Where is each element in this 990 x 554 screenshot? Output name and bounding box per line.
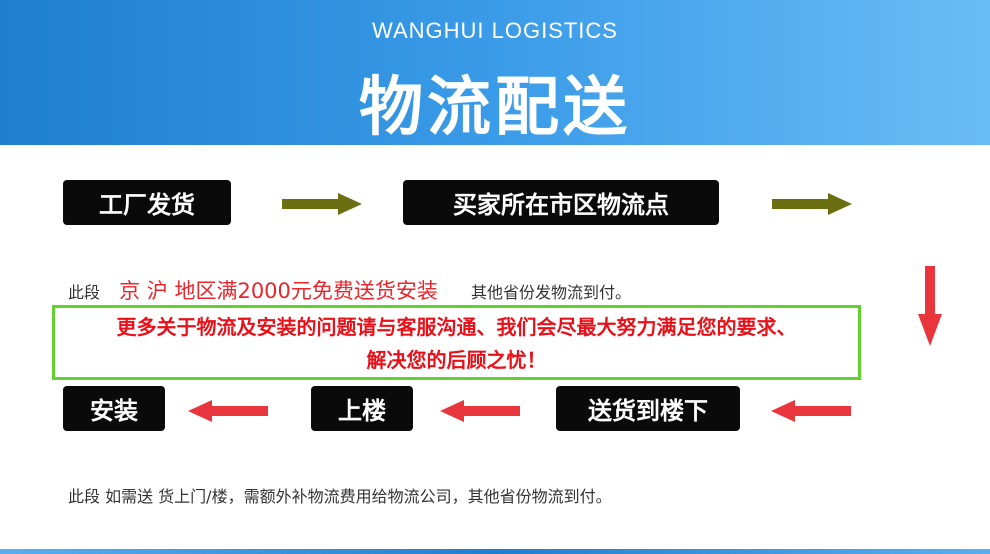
header-subtitle: WANGHUI LOGISTICS [372,18,618,43]
step-local-depot: 买家所在市区物流点 [403,180,719,225]
door-delivery-note: 此段 如需送 货上门/楼，需额外补物流费用给物流公司，其他省份物流到付。 [68,487,612,506]
bottom-divider [0,549,990,554]
step-installation: 安装 [63,386,165,431]
message-line-2: 解决您的后顾之忧！ [366,348,547,372]
step-deliver-downstairs: 送货到楼下 [556,386,740,431]
header-banner: WANGHUI LOGISTICS 物流配送 [0,0,990,145]
arrow-right-icon [772,193,852,215]
step-upstairs: 上楼 [311,386,413,431]
message-line-1: 更多关于物流及安装的问题请与客服沟通、我们会尽最大努力满足您的要求、 [116,315,797,339]
note-prefix: 此段 [68,283,101,302]
arrow-left-icon [188,400,268,422]
arrow-down-icon [918,266,942,346]
note-suffix: 其他省份发物流到付。 [471,283,632,302]
arrow-left-icon [771,400,851,422]
header-title: 物流配送 [359,71,631,145]
service-message-box: 更多关于物流及安装的问题请与客服沟通、我们会尽最大努力满足您的要求、 解决您的后… [52,305,861,380]
free-delivery-highlight: 京 沪 地区满2000元免费送货安装 [119,279,438,303]
step-factory-shipping: 工厂发货 [63,180,231,225]
arrow-left-icon [440,400,520,422]
free-delivery-note: 此段 京 沪 地区满2000元免费送货安装 其他省份发物流到付。 [68,275,631,305]
arrow-right-icon [282,193,362,215]
